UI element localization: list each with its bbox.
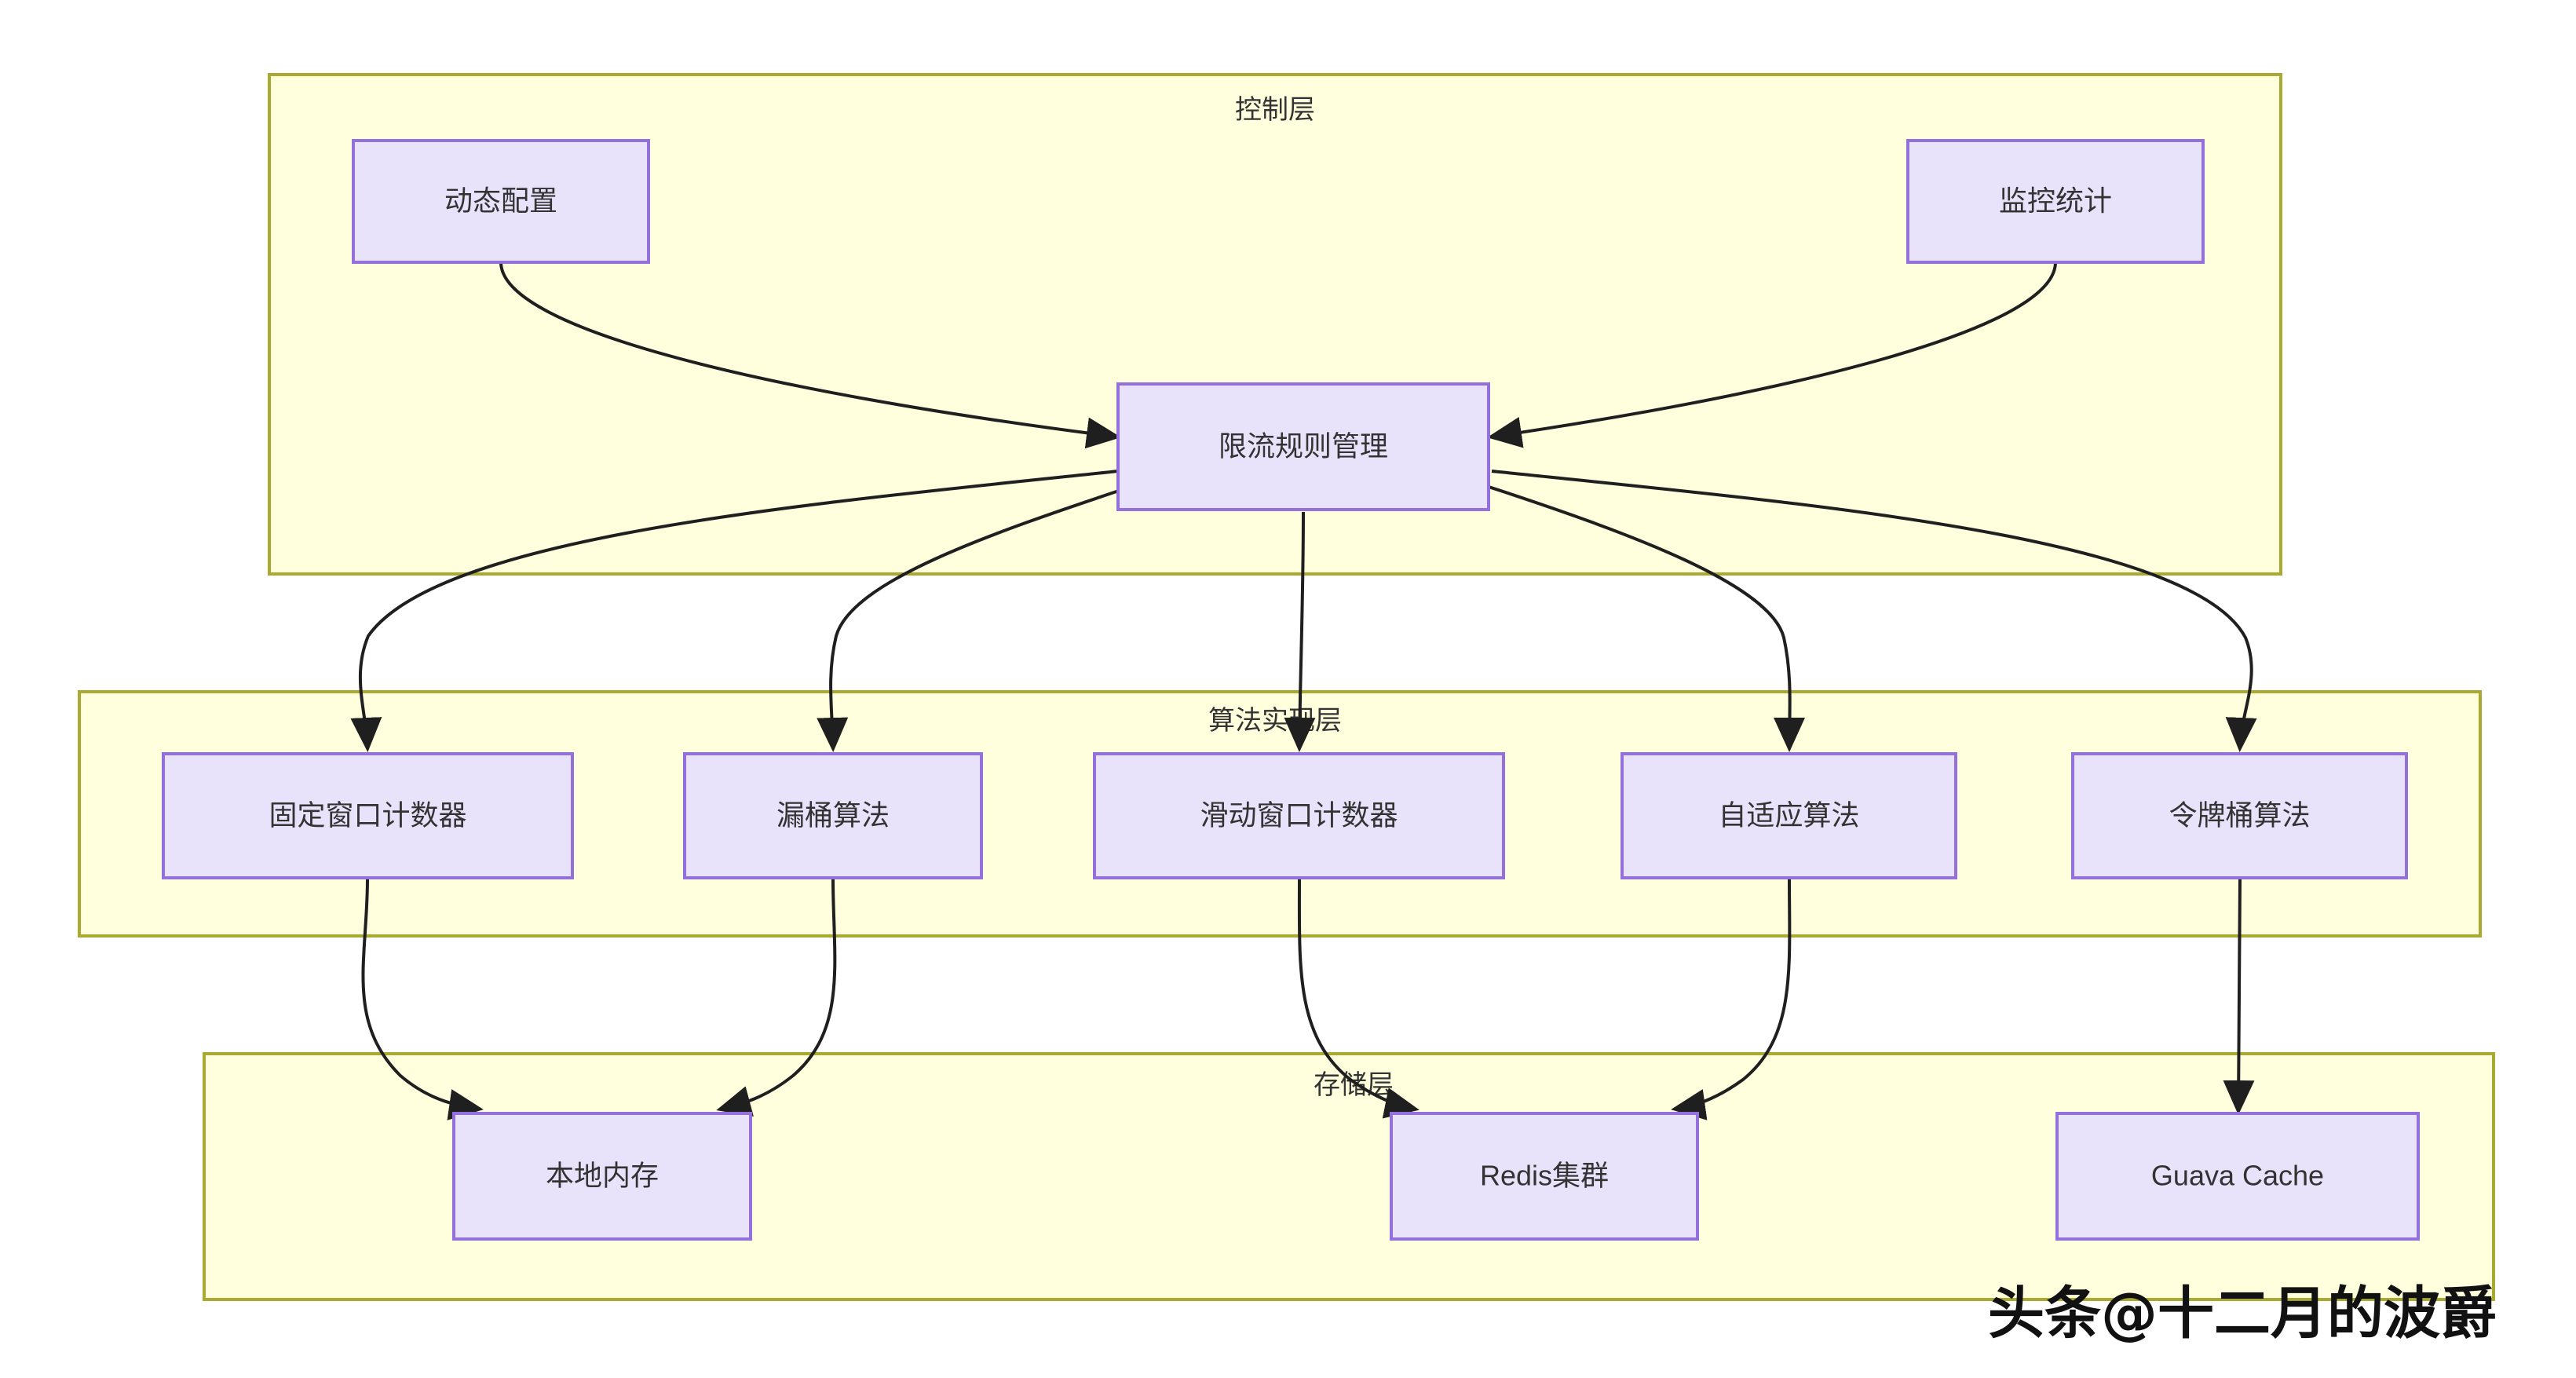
node-label-rule-management: 限流规则管理 [1219, 430, 1388, 462]
node-label-monitor-stats: 监控统计 [1999, 185, 2112, 217]
node-rule-management[interactable]: 限流规则管理 [1116, 382, 1490, 511]
node-token-bucket[interactable]: 令牌桶算法 [2071, 752, 2408, 879]
node-label-fixed-window-counter: 固定窗口计数器 [269, 799, 466, 832]
node-adaptive-algorithm[interactable]: 自适应算法 [1621, 752, 1957, 879]
edge-monitor-stats-to-rule-management [1487, 261, 2057, 448]
node-box-leaky-bucket[interactable] [683, 752, 983, 879]
edge-dynamic-config-to-rule-management [499, 261, 1121, 449]
node-box-sliding-window-counter[interactable] [1093, 752, 1505, 879]
node-local-memory[interactable]: 本地内存 [452, 1112, 752, 1241]
watermark-label: 头条@十二月的波爵 [1988, 1281, 2497, 1347]
node-box-local-memory[interactable] [452, 1112, 752, 1241]
edge-rule-management-to-fixed-window-counter [350, 470, 1119, 752]
edge-rule-management-to-leaky-bucket [817, 485, 1131, 752]
watermark-group: 头条@十二月的波爵 [1988, 1281, 2497, 1347]
node-box-adaptive-algorithm[interactable] [1621, 752, 1957, 879]
node-label-redis-cluster: Redis集群 [1480, 1160, 1609, 1192]
node-label-local-memory: 本地内存 [546, 1160, 659, 1192]
edge-rule-management-to-adaptive-algorithm [1483, 484, 1806, 752]
edge-sliding-window-counter-to-redis-cluster [1297, 879, 1420, 1119]
cluster-label-storage: 存储层 [1314, 1070, 1394, 1100]
node-label-token-bucket: 令牌桶算法 [2169, 799, 2310, 832]
node-guava-cache[interactable]: Guava Cache [2055, 1112, 2420, 1241]
cluster-label-algorithm: 算法实现层 [1208, 706, 1342, 736]
node-box-fixed-window-counter[interactable] [162, 752, 574, 879]
node-sliding-window-counter[interactable]: 滑动窗口计数器 [1093, 752, 1505, 879]
node-box-token-bucket[interactable] [2071, 752, 2408, 879]
node-box-redis-cluster[interactable] [1390, 1112, 1699, 1241]
node-box-monitor-stats[interactable] [1906, 139, 2205, 264]
node-monitor-stats[interactable]: 监控统计 [1906, 139, 2205, 264]
node-label-leaky-bucket: 漏桶算法 [776, 799, 890, 832]
node-fixed-window-counter[interactable]: 固定窗口计数器 [162, 752, 574, 879]
edge-leaky-bucket-to-local-memory [716, 879, 837, 1117]
edge-rule-management-to-sliding-window-counter [1284, 511, 1316, 752]
node-dynamic-config[interactable]: 动态配置 [352, 139, 650, 264]
node-leaky-bucket[interactable]: 漏桶算法 [683, 752, 983, 879]
node-box-dynamic-config[interactable] [352, 139, 650, 264]
node-redis-cluster[interactable]: Redis集群 [1390, 1112, 1699, 1241]
edge-group [350, 261, 2257, 1120]
node-label-guava-cache: Guava Cache [2151, 1160, 2324, 1192]
cluster-label-control: 控制层 [1235, 95, 1315, 125]
node-label-adaptive-algorithm: 自适应算法 [1718, 799, 1859, 832]
node-box-guava-cache[interactable] [2055, 1112, 2420, 1241]
edge-adaptive-algorithm-to-redis-cluster [1671, 879, 1792, 1120]
edge-fixed-window-counter-to-local-memory [361, 879, 484, 1120]
node-label-sliding-window-counter: 滑动窗口计数器 [1200, 799, 1398, 832]
node-label-dynamic-config: 动态配置 [444, 185, 557, 217]
edge-token-bucket-to-guava-cache [2223, 879, 2255, 1115]
node-box-rule-management[interactable] [1116, 382, 1490, 511]
edge-rule-management-to-token-bucket [1491, 470, 2257, 752]
